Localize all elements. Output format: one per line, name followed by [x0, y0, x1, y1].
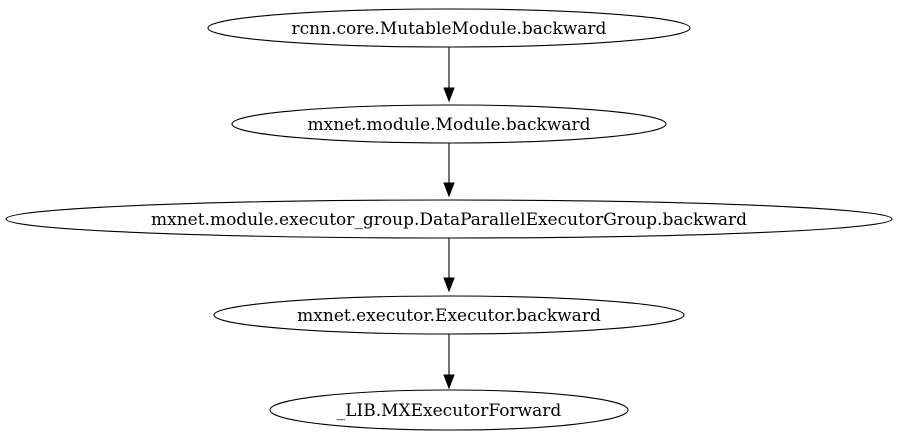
edge-1 — [443, 47, 455, 103]
node-label: mxnet.executor.Executor.backward — [297, 306, 601, 326]
node-label: mxnet.module.executor_group.DataParallel… — [151, 210, 747, 230]
node-label: rcnn.core.MutableModule.backward — [292, 19, 607, 39]
node-mutable-module-backward: rcnn.core.MutableModule.backward — [207, 8, 691, 48]
node-label: mxnet.module.Module.backward — [308, 115, 591, 135]
node-label: _LIB.MXExecutorForward — [337, 401, 562, 421]
edge-3 — [443, 238, 455, 293]
node-data-parallel-executor-group-backward: mxnet.module.executor_group.DataParallel… — [5, 199, 893, 239]
edge-4 — [443, 334, 455, 390]
node-executor-backward: mxnet.executor.Executor.backward — [213, 295, 685, 335]
node-module-backward: mxnet.module.Module.backward — [231, 104, 667, 144]
edge-2 — [443, 143, 455, 198]
node-mx-executor-forward: _LIB.MXExecutorForward — [269, 389, 629, 431]
